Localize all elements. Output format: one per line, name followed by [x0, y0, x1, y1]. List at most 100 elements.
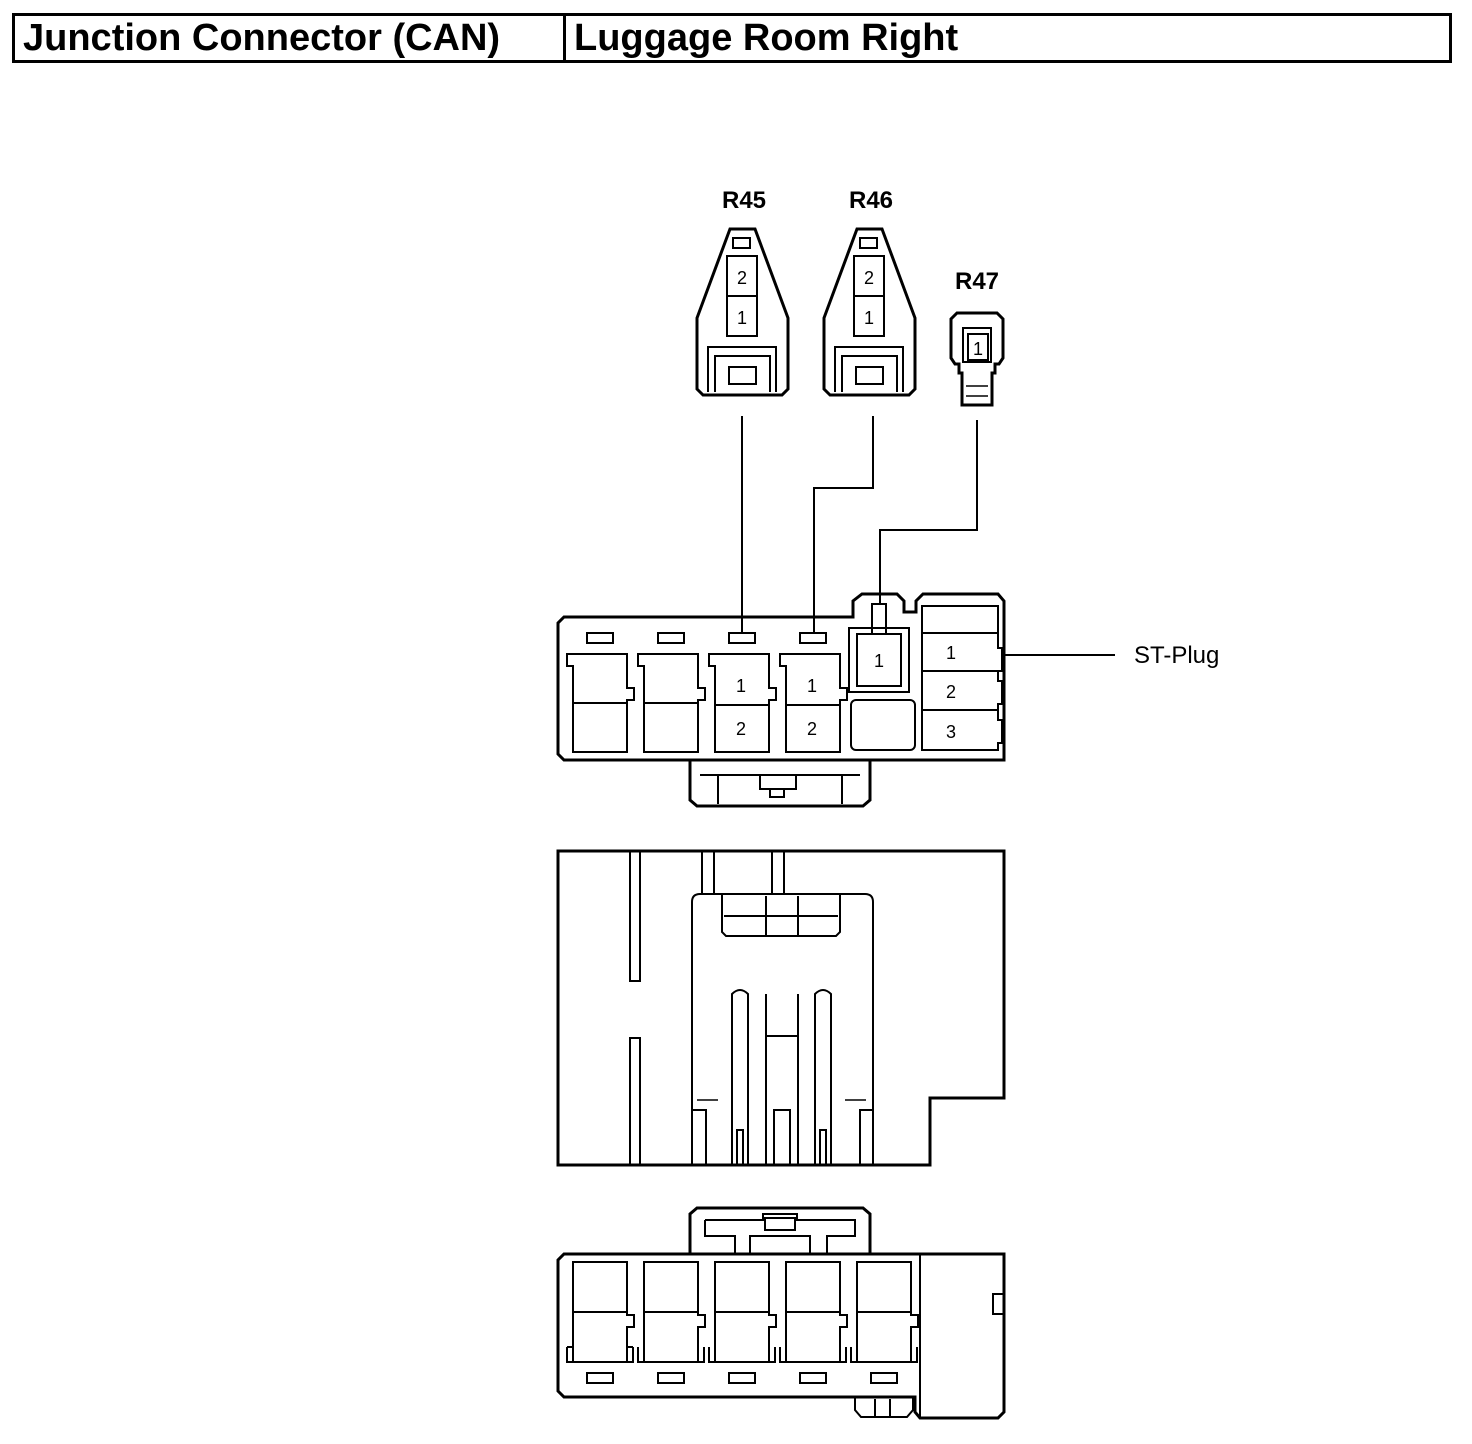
connector-r47-housing: [949, 311, 1005, 407]
st-plug-pin-1: [921, 632, 1003, 672]
bottom-view-lock-tab: [764, 1217, 796, 1231]
cavity-outline: [779, 653, 848, 753]
side-view-housing: [556, 849, 1006, 1167]
junction-block-lock: [688, 760, 872, 808]
bottom-cavity-latch: [728, 1372, 756, 1384]
junction-block-housing: [556, 592, 1006, 762]
connector-r46-lock-window: [855, 366, 884, 385]
connector-r46-housing: [822, 227, 917, 397]
st-plug-cap: [921, 605, 999, 634]
connector-r47-label: R47: [955, 268, 999, 295]
wire-r46: [813, 416, 874, 634]
junction-cavity: [566, 632, 635, 753]
connector-r46-lock-frame: [834, 346, 904, 392]
st-plug-pin-label: 1: [946, 643, 956, 663]
connector-r46-pin-label: 2: [864, 268, 874, 288]
st-plug-label: ST-Plug: [1134, 642, 1219, 669]
connector-r45-pin-label: 2: [737, 268, 747, 288]
component-name: Junction Connector (CAN): [15, 16, 566, 60]
cavity-terminal: [871, 603, 887, 635]
junction-cavity: [637, 632, 706, 753]
connector-r45-lock-window: [728, 366, 757, 385]
st-plug-pin-2: [921, 670, 1003, 711]
component-location: Luggage Room Right: [574, 16, 959, 59]
bottom-view-lock: [688, 1206, 872, 1254]
junction-block-lock-tab: [759, 774, 797, 790]
junction-block-lock-tab: [769, 788, 785, 798]
bottom-cavity: [566, 1261, 635, 1384]
st-plug-pin-label: 2: [946, 682, 956, 702]
junction-block: 1 2 1 2 1 1 2 3 ST-Plug: [556, 592, 1219, 808]
cavity-latch: [799, 632, 827, 644]
side-view-lock-body: [691, 893, 874, 1165]
side-view-center-tab: [773, 1109, 791, 1165]
st-plug-pin-3: [921, 709, 1003, 751]
cavity-latch: [728, 632, 756, 644]
junction-pin-label: 2: [807, 719, 817, 739]
cavity-outline: [637, 653, 706, 753]
connector-r45-housing: [695, 227, 790, 397]
st-plug-pin-label: 3: [946, 722, 956, 742]
bottom-cavity-latch: [586, 1372, 614, 1384]
junction-pin-label: 1: [736, 676, 746, 696]
connector-r46-pin-label: 1: [864, 308, 874, 328]
bottom-cavity-latch: [870, 1372, 898, 1384]
bottom-view-lock-detail: [704, 1213, 856, 1254]
junction-block-side-view: [556, 849, 1006, 1167]
connector-r45-pin-1: [726, 295, 758, 337]
connector-r45-latch: [732, 237, 751, 249]
bottom-cavity-ledge: [708, 1347, 776, 1363]
connector-r45-label: R45: [722, 187, 766, 214]
side-view-detail: [692, 1109, 707, 1165]
junction-pin-label: 1: [874, 651, 884, 671]
connector-r47: R47 1: [879, 268, 1005, 604]
side-view-arm-right: [814, 989, 832, 1165]
connector-r45-lock-frame: [707, 346, 777, 392]
st-plug: 1 2 3 ST-Plug: [921, 605, 1219, 751]
connector-r47-cavity: [962, 327, 992, 363]
bottom-cavity-ledge: [850, 1347, 918, 1363]
junction-block-bottom-view: [556, 1206, 1006, 1420]
cavity-latch: [586, 632, 614, 644]
junction-cavity-b: 1 2: [779, 632, 848, 753]
bottom-cavity: [850, 1261, 919, 1384]
cavity-outline: [566, 653, 635, 753]
junction-pin-label: 2: [736, 719, 746, 739]
junction-pin-label: 1: [807, 676, 817, 696]
side-view-rib: [629, 1037, 641, 1166]
bottom-cavity-ledge: [637, 1347, 705, 1363]
side-view-detail: [819, 1129, 827, 1165]
cavity-latch: [657, 632, 685, 644]
side-view-detail: [859, 1109, 873, 1165]
bottom-cavity: [779, 1261, 848, 1384]
bottom-view-foot: [854, 1397, 914, 1418]
bottom-cavity-ledge: [566, 1346, 634, 1363]
side-view-lock-head: [721, 894, 841, 937]
connector-r45-lock-inner: [714, 355, 771, 392]
bottom-cavity-latch: [799, 1372, 827, 1384]
bottom-cavity: [637, 1261, 706, 1384]
cavity-outline: [848, 627, 910, 693]
junction-cavity-c: 1: [848, 603, 916, 751]
side-view-center-stem: [765, 994, 799, 1165]
connector-r45: R45 2 1: [695, 187, 790, 634]
wire-r47: [879, 420, 978, 604]
connector-r45-pin-label: 1: [737, 308, 747, 328]
junction-cavity-a: 1 2: [708, 632, 777, 753]
side-view-arm-left: [731, 989, 749, 1165]
cavity-empty: [850, 699, 916, 751]
bottom-cavity: [708, 1261, 777, 1384]
cavity-outline: [708, 653, 777, 753]
connector-r46-latch: [859, 237, 878, 249]
side-view-detail: [736, 1129, 744, 1165]
connector-r46-lock-inner: [841, 355, 898, 392]
title-bar: Junction Connector (CAN) Luggage Room Ri…: [12, 13, 1452, 63]
bottom-view-tab: [992, 1293, 1005, 1315]
bottom-view-housing: [556, 1252, 1006, 1420]
connector-r46-label: R46: [849, 187, 893, 214]
connector-r47-pin-label: 1: [973, 339, 983, 359]
side-view-rib: [629, 850, 641, 982]
bottom-cavity-ledge: [779, 1347, 847, 1363]
bottom-cavity-latch: [657, 1372, 685, 1384]
